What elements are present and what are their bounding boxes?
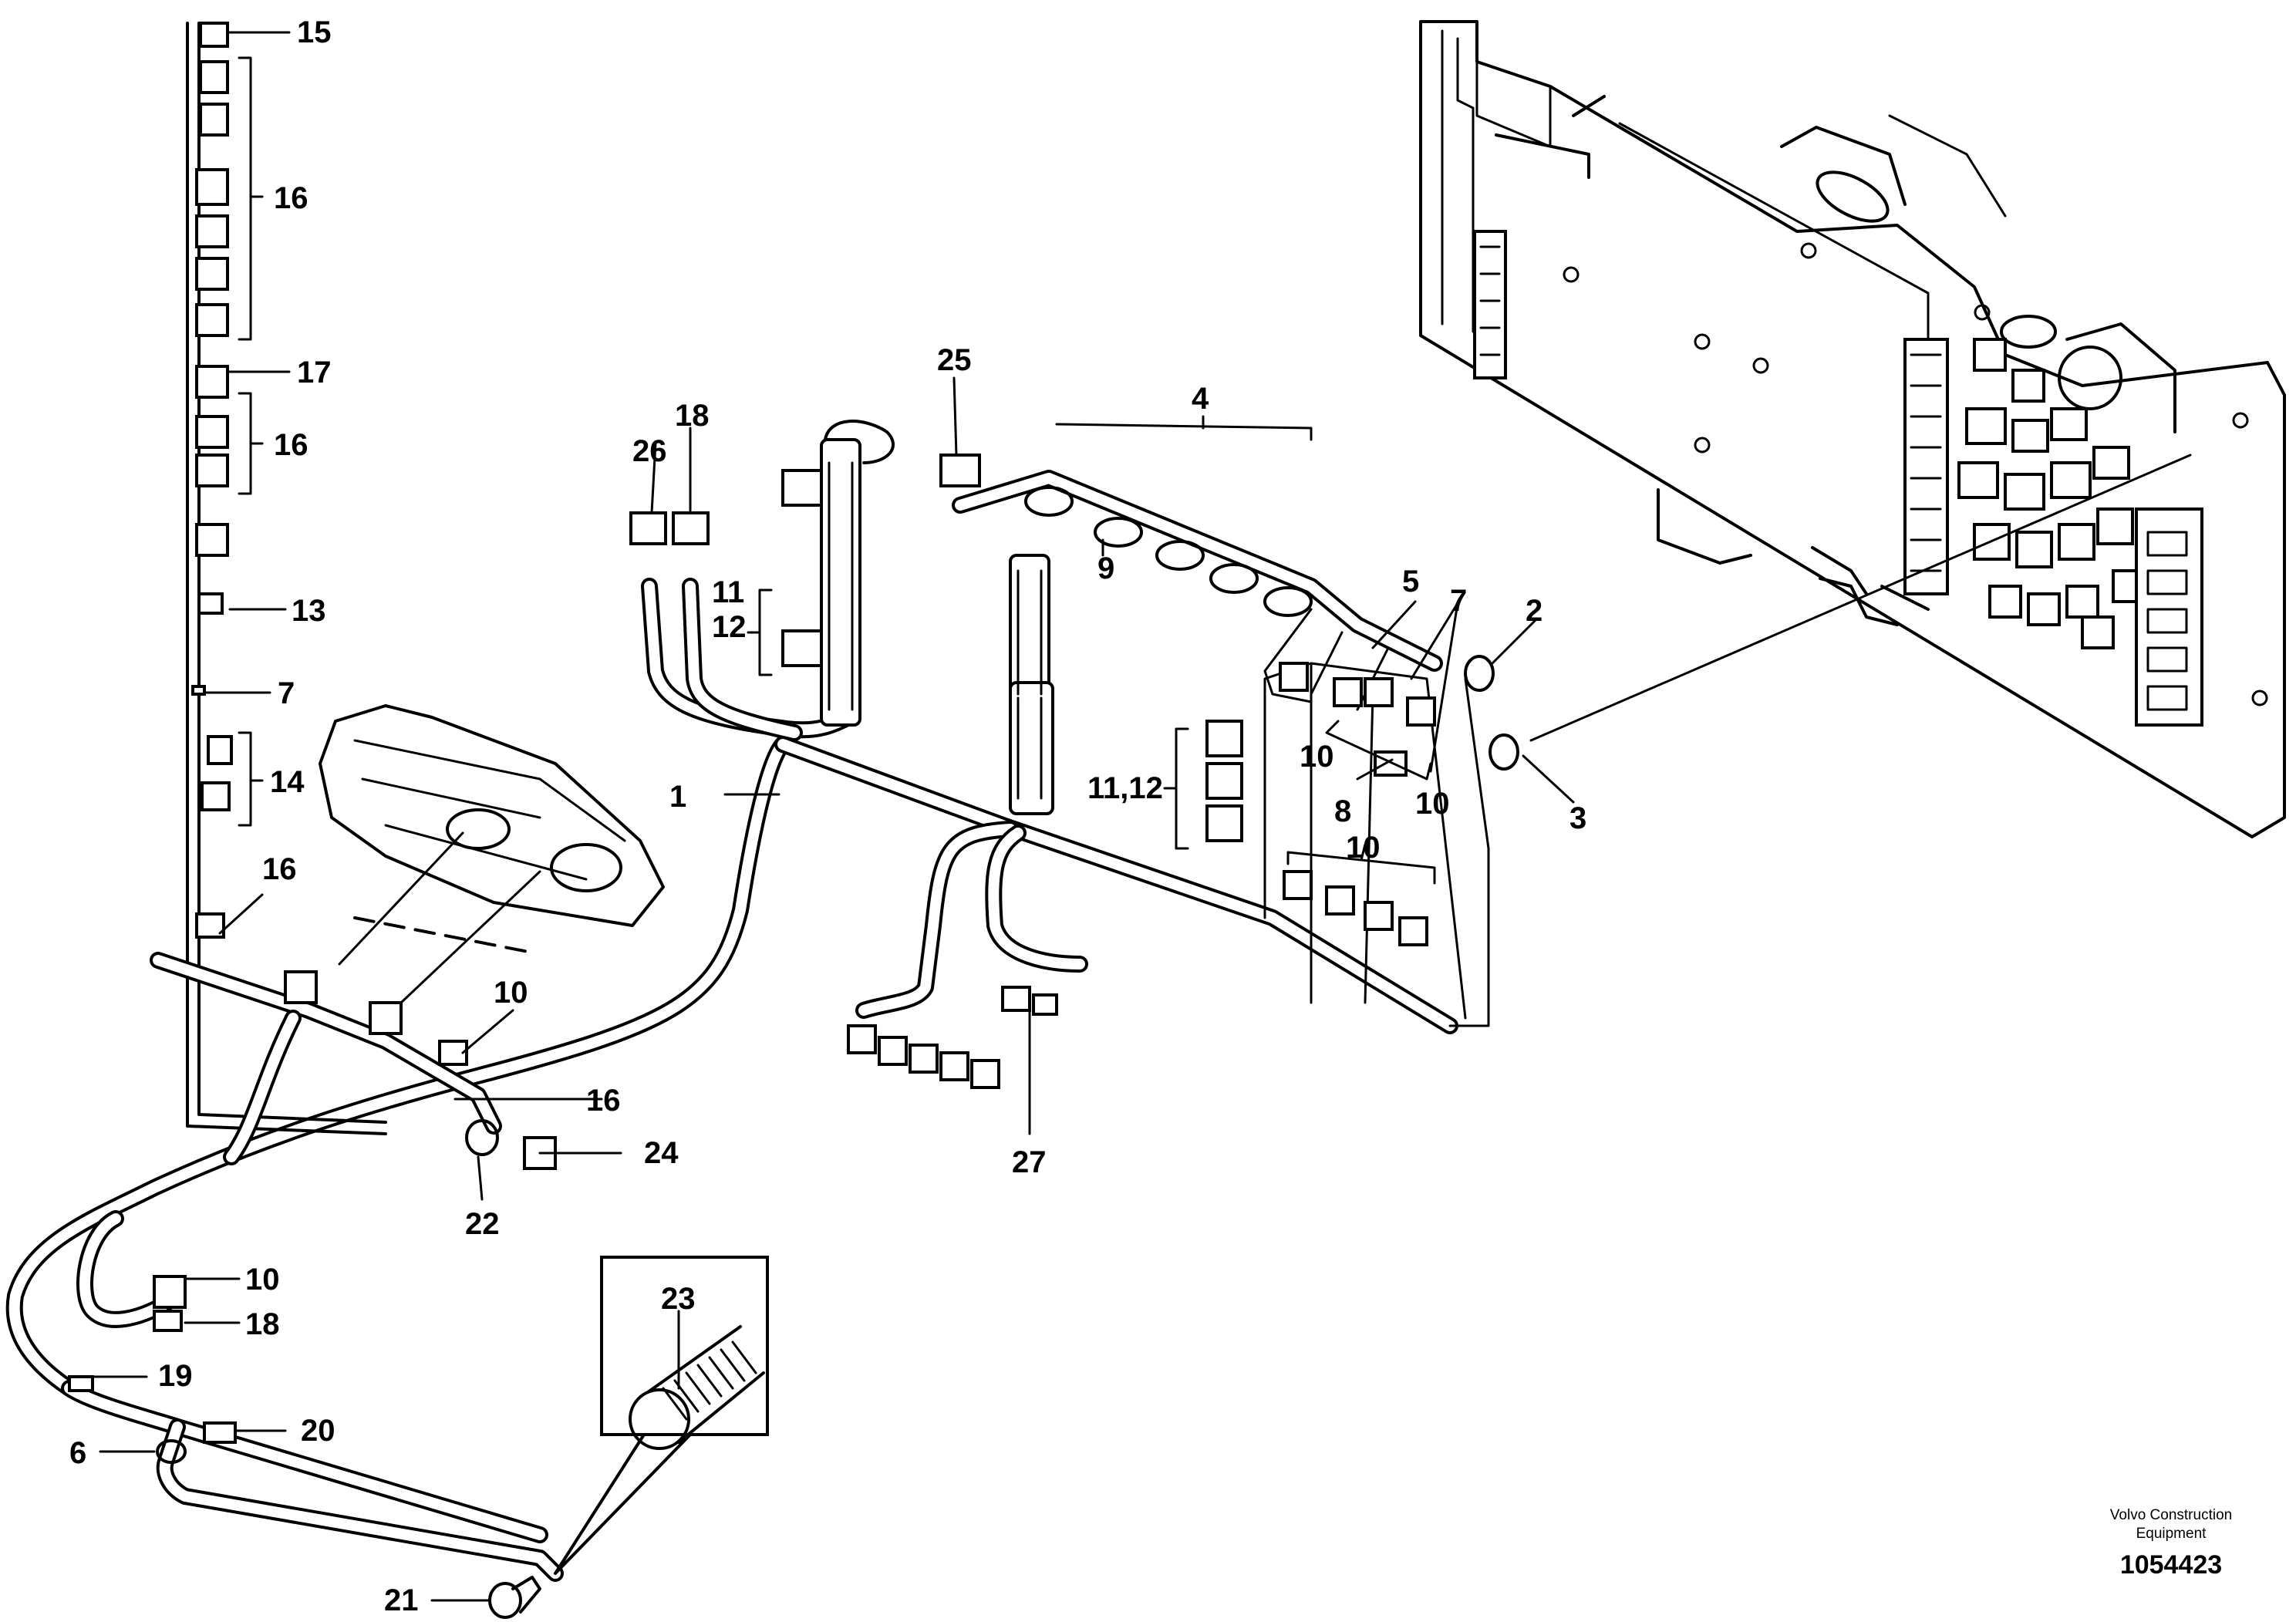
callout-7: 7 — [278, 676, 295, 710]
callout-3: 3 — [1569, 801, 1586, 835]
callout-15: 15 — [297, 15, 332, 49]
detail-inset-23 — [554, 1256, 769, 1575]
callout-10: 10 — [245, 1263, 280, 1297]
leader-3 — [1529, 454, 2192, 742]
callout-1: 1 — [669, 780, 686, 814]
callout-10: 10 — [1300, 740, 1334, 774]
callout-10: 10 — [1415, 787, 1450, 821]
callout-16: 16 — [262, 852, 297, 886]
callout-8: 8 — [1334, 794, 1351, 828]
callout-17: 17 — [297, 356, 332, 389]
callout-9: 9 — [1097, 551, 1114, 585]
connector-blocks — [68, 22, 1519, 1619]
callout-2: 2 — [1526, 594, 1542, 628]
callout-4: 4 — [1192, 382, 1209, 416]
callout-11: 11 — [712, 575, 744, 609]
callout-12: 12 — [712, 610, 747, 644]
callout-14: 14 — [270, 765, 305, 799]
callout-16: 16 — [274, 181, 308, 215]
document-number: 1054423 — [2120, 1550, 2222, 1580]
callout-11-12: 11,12 — [1087, 771, 1163, 805]
callout-22: 22 — [465, 1207, 500, 1241]
credit-line-2: Equipment — [2136, 1526, 2207, 1542]
callout-10: 10 — [494, 976, 528, 1010]
callout-13: 13 — [292, 594, 326, 628]
callout-23: 23 — [661, 1282, 696, 1316]
callout-21: 21 — [384, 1583, 419, 1617]
callout-18: 18 — [675, 399, 710, 433]
callout-6: 6 — [69, 1436, 86, 1470]
credit-line-1: Volvo Construction — [2110, 1507, 2232, 1523]
callout-19: 19 — [158, 1359, 193, 1393]
callout-18: 18 — [245, 1307, 280, 1341]
callout-10: 10 — [1346, 831, 1381, 865]
main-harness — [5, 22, 1490, 1582]
publisher-credit: Volvo Construction Equipment 1054423 — [2110, 1507, 2232, 1580]
leader-lines — [91, 31, 1575, 1602]
callout-labels: 15 16 17 16 13 7 14 16 10 16 24 22 10 18… — [69, 15, 1586, 1617]
callout-25: 25 — [937, 343, 972, 377]
callout-5: 5 — [1402, 565, 1419, 599]
instrument-panel — [319, 704, 665, 1004]
callout-24: 24 — [644, 1136, 679, 1170]
callout-7: 7 — [1450, 584, 1467, 618]
callout-26: 26 — [632, 434, 667, 468]
callout-27: 27 — [1012, 1145, 1047, 1179]
callout-16: 16 — [274, 428, 308, 462]
electrical-panel — [1419, 20, 2286, 838]
callout-20: 20 — [301, 1414, 335, 1448]
callout-16: 16 — [586, 1084, 621, 1118]
